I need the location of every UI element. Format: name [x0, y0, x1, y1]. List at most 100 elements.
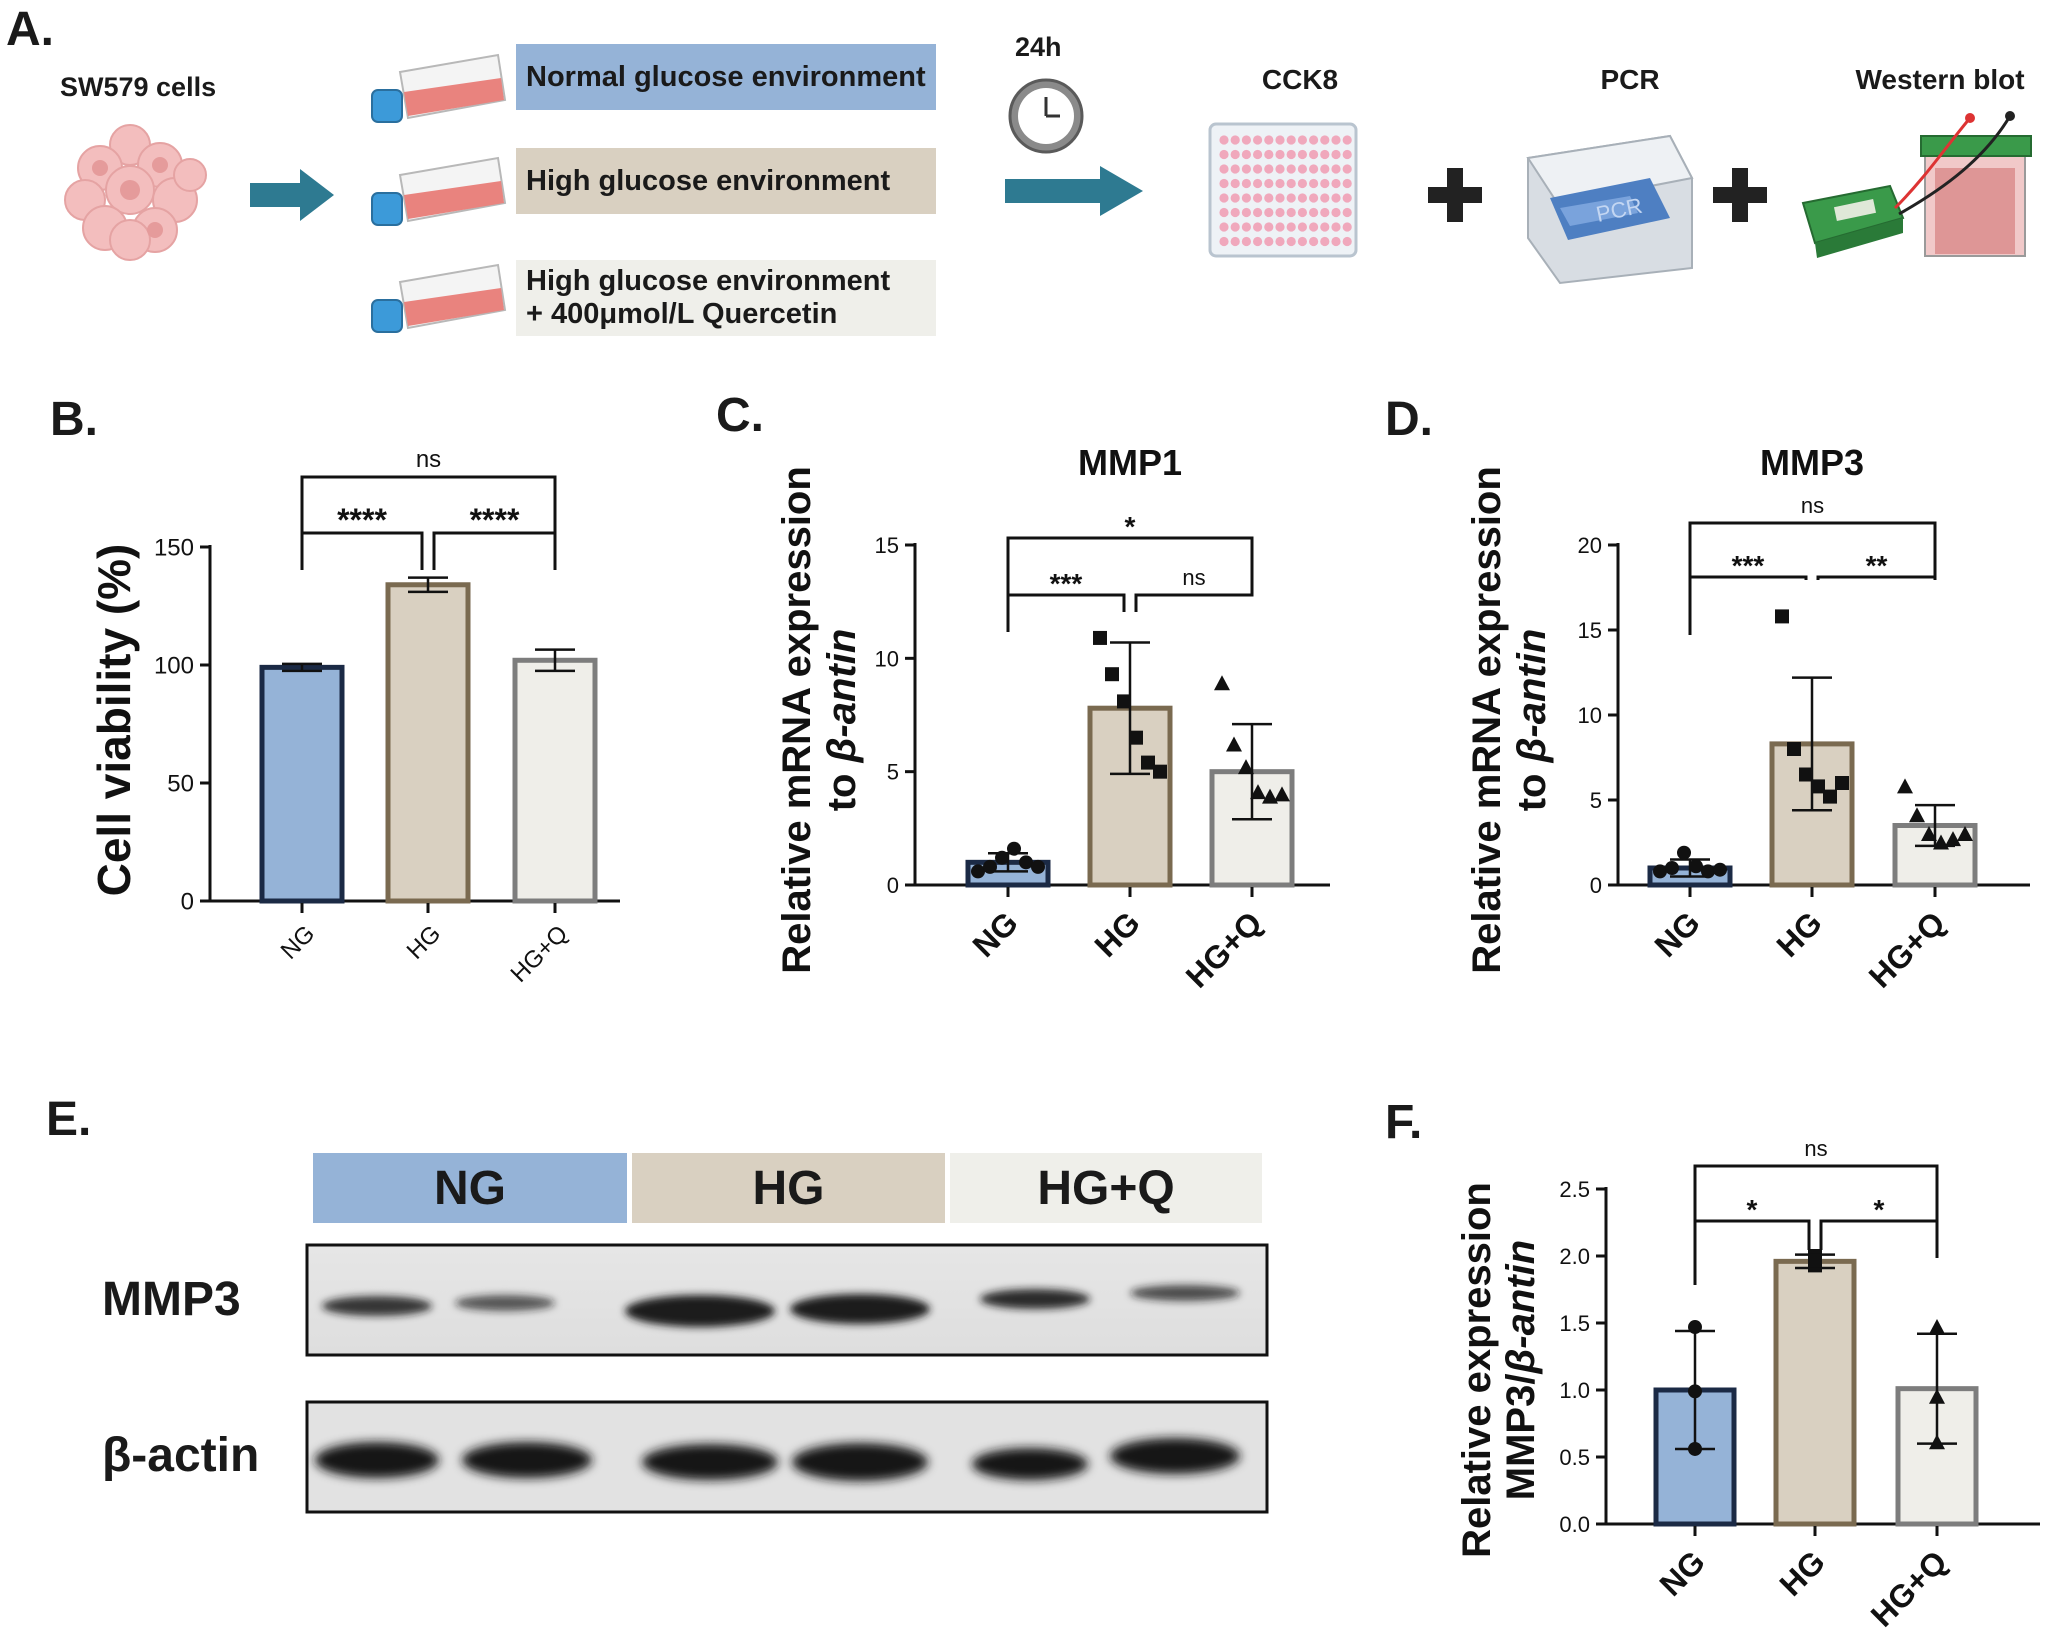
well: [1297, 178, 1307, 189]
y-tick-label: 100: [154, 653, 194, 680]
pcr-machine-icon: PCR: [1526, 134, 1694, 285]
western-blot-apparatus-icon: [1801, 111, 2032, 258]
data-point: [1929, 1388, 1945, 1404]
well: [1275, 135, 1285, 145]
data-point: [1129, 730, 1143, 745]
data-point: [1897, 778, 1913, 794]
y-axis-label: Relative mRNA expression: [775, 466, 819, 974]
well: [1230, 222, 1240, 232]
well: [1264, 164, 1274, 174]
significance-label: ****: [470, 502, 520, 538]
lane-header-hg: HG: [632, 1153, 945, 1223]
data-point: [1835, 776, 1849, 790]
bar-hg: [1773, 1258, 1857, 1527]
significance-label: ns: [1182, 565, 1205, 590]
lane-header-hgq: HG+Q: [950, 1153, 1262, 1223]
blot-image-beta-actin: [305, 1400, 1269, 1514]
x-category-label: HG+Q: [506, 920, 574, 988]
well: [1331, 193, 1341, 203]
well: [1297, 236, 1307, 247]
well: [1241, 207, 1251, 218]
well: [1342, 135, 1352, 145]
plus-icon: [1428, 168, 1482, 222]
y-tick-label: 2.5: [1559, 1177, 1590, 1202]
data-point: [1689, 859, 1703, 874]
bar-hg: [385, 582, 471, 904]
significance-bracket: [1819, 1219, 1939, 1258]
well: [1241, 149, 1251, 160]
time-label: 24h: [1015, 32, 1062, 62]
well: [1342, 193, 1352, 203]
significance-label: ****: [337, 502, 387, 538]
y-axis-label-line2: MMP3/β-antin: [1499, 1240, 1543, 1500]
data-point: [971, 864, 985, 879]
well: [1342, 207, 1352, 218]
well: [1320, 193, 1330, 203]
well: [1275, 236, 1285, 247]
well: [1286, 222, 1296, 232]
y-tick-label: 15: [1578, 618, 1602, 643]
significance-label: ns: [1801, 493, 1824, 518]
chart-title: MMP1: [1078, 442, 1182, 483]
environment-label: Normal glucose environment: [526, 60, 926, 93]
significance-label: *: [1747, 1194, 1758, 1225]
well: [1264, 135, 1274, 145]
well: [1309, 207, 1319, 218]
data-point: [1153, 764, 1167, 779]
well: [1297, 222, 1307, 232]
x-category-label: NG: [1653, 1543, 1712, 1602]
well: [1219, 149, 1229, 160]
well: [1264, 193, 1274, 203]
x-category-label: HG+Q: [1862, 904, 1952, 994]
well: [1309, 135, 1319, 145]
well: [1309, 193, 1319, 203]
well: [1286, 207, 1296, 218]
chart-title: MMP3: [1760, 442, 1864, 483]
well: [1342, 164, 1352, 174]
x-category-label: HG: [402, 920, 447, 965]
data-point: [1787, 742, 1801, 756]
panel-label-a: A.: [6, 3, 54, 56]
assay-label-pcr: PCR: [1600, 64, 1660, 95]
panel-label-d: D.: [1385, 393, 1433, 446]
well: [1309, 222, 1319, 232]
well: [1219, 193, 1229, 203]
well: [1241, 222, 1251, 232]
well: [1286, 164, 1296, 174]
well: [1230, 236, 1240, 247]
y-axis-label: Cell viability (%): [88, 544, 140, 897]
y-tick-label: 0.0: [1559, 1512, 1590, 1537]
y-tick-label: 5: [1590, 788, 1602, 813]
well: [1253, 164, 1263, 174]
x-category-label: NG: [966, 904, 1025, 963]
environment-box-hgq: High glucose environment + 400μmol/L Que…: [516, 260, 936, 336]
x-category-label: HG: [1773, 1543, 1832, 1602]
well: [1264, 149, 1274, 160]
well: [1309, 236, 1319, 247]
x-category-label: HG+Q: [1864, 1543, 1954, 1633]
well: [1342, 236, 1352, 247]
significance-bracket: [300, 475, 557, 570]
y-tick-label: 50: [167, 771, 194, 798]
data-point: [1929, 1319, 1945, 1335]
lane-header-label: HG+Q: [1037, 1161, 1175, 1215]
culture-flask-icon: [371, 53, 507, 123]
environment-box-hg: High glucose environment: [516, 148, 936, 214]
y-tick-label: 1.5: [1559, 1311, 1590, 1336]
significance-label: ns: [416, 446, 441, 473]
lane-header-label: NG: [434, 1161, 506, 1215]
y-tick-label: 15: [875, 533, 899, 558]
well: [1264, 178, 1274, 189]
well: [1331, 178, 1341, 189]
well: [1342, 149, 1352, 160]
data-point: [1226, 736, 1242, 752]
data-point: [1019, 855, 1033, 870]
data-point: [1274, 786, 1290, 802]
y-tick-label: 10: [1578, 703, 1602, 728]
data-point: [1921, 826, 1937, 841]
well: [1230, 164, 1240, 174]
well: [1275, 207, 1285, 218]
well: [1297, 164, 1307, 174]
